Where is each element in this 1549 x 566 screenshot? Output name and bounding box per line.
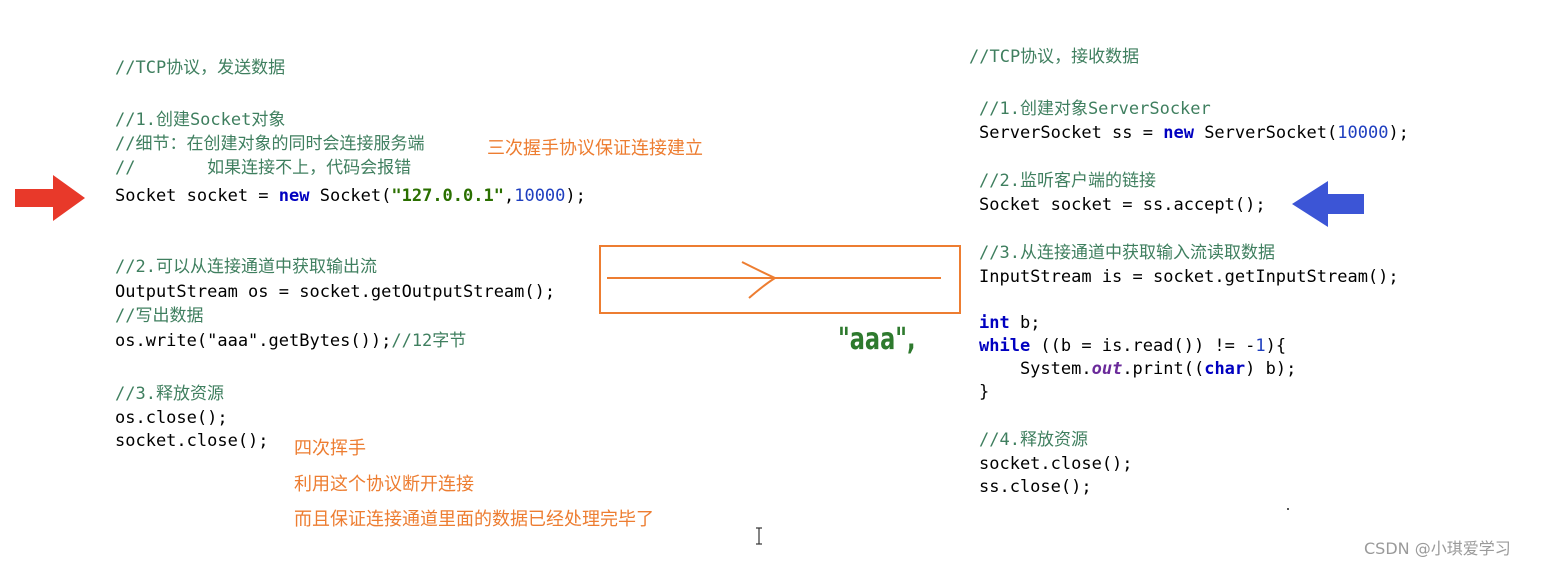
left-comment-2: //2.可以从连接通道中获取输出流 bbox=[115, 257, 377, 277]
right-comment-4: //4.释放资源 bbox=[979, 430, 1088, 450]
right-code-int-b: int b; bbox=[979, 313, 1041, 333]
note-aaa: "aaa", bbox=[838, 322, 916, 357]
watermark: CSDN @小琪爱学习 bbox=[1364, 539, 1511, 558]
note-wave-2: 利用这个协议断开连接 bbox=[294, 474, 474, 495]
left-code-socket: Socket socket = new Socket("127.0.0.1",1… bbox=[115, 186, 586, 206]
stray-dot bbox=[1287, 508, 1289, 510]
right-code-close-brace: } bbox=[979, 382, 990, 402]
left-comment-1b: // 如果连接不上，代码会报错 bbox=[115, 158, 412, 178]
left-code-write: os.write("aaa".getBytes());//12字节 bbox=[115, 331, 467, 351]
right-code-print: System.out.print((char) b); bbox=[979, 359, 1297, 379]
right-code-serversocket: ServerSocket ss = new ServerSocket(10000… bbox=[979, 123, 1409, 143]
right-code-ss-close: ss.close(); bbox=[979, 477, 1092, 497]
note-handshake: 三次握手协议保证连接建立 bbox=[487, 138, 703, 159]
red-arrow-icon bbox=[15, 175, 85, 221]
blue-arrow-icon bbox=[1292, 181, 1364, 227]
left-comment-1a: //细节：在创建对象的同时会连接服务端 bbox=[115, 134, 425, 154]
left-comment-3: //3.释放资源 bbox=[115, 384, 224, 404]
left-comment-1: //1.创建Socket对象 bbox=[115, 110, 286, 130]
left-code-socket-close: socket.close(); bbox=[115, 431, 269, 451]
right-code-socket-close: socket.close(); bbox=[979, 454, 1133, 474]
left-comment-2a: //写出数据 bbox=[115, 306, 204, 326]
text-cursor-icon bbox=[756, 527, 762, 545]
channel-box bbox=[599, 245, 961, 314]
left-code-os-close: os.close(); bbox=[115, 408, 228, 428]
note-wave-3: 而且保证连接通道里面的数据已经处理完毕了 bbox=[294, 509, 654, 530]
right-code-inputstream: InputStream is = socket.getInputStream()… bbox=[979, 267, 1399, 287]
right-title: //TCP协议，接收数据 bbox=[969, 47, 1140, 67]
right-code-accept: Socket socket = ss.accept(); bbox=[979, 195, 1266, 215]
left-code-outputstream: OutputStream os = socket.getOutputStream… bbox=[115, 282, 556, 302]
right-code-while: while ((b = is.read()) != -1){ bbox=[979, 336, 1287, 356]
channel-arrow-icon bbox=[607, 261, 941, 299]
right-comment-2: //2.监听客户端的链接 bbox=[979, 171, 1156, 191]
right-comment-1: //1.创建对象ServerSocker bbox=[979, 99, 1211, 119]
note-wave-1: 四次挥手 bbox=[294, 438, 366, 459]
right-comment-3: //3.从连接通道中获取输入流读取数据 bbox=[979, 243, 1275, 263]
left-title: //TCP协议，发送数据 bbox=[115, 58, 286, 78]
